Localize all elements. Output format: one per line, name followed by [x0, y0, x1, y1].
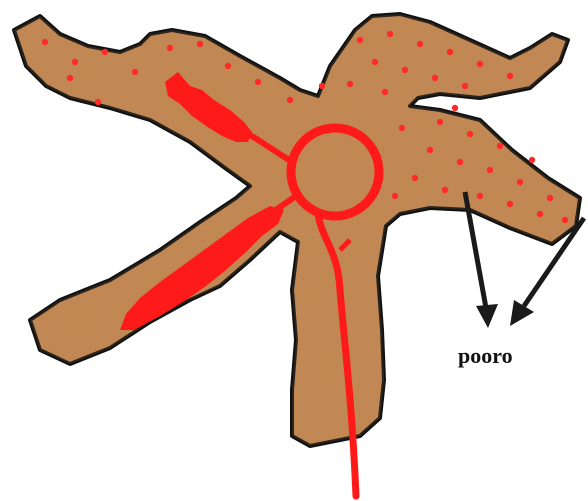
pore-dot	[447, 49, 453, 55]
pore-dot	[319, 83, 325, 89]
pore-dot	[507, 73, 513, 79]
pore-dot	[132, 69, 138, 75]
pore-dot	[507, 201, 513, 207]
pore-dot	[452, 105, 458, 111]
pore-dot	[225, 63, 231, 69]
pore-dot	[357, 37, 363, 43]
pore-dot	[437, 119, 443, 125]
pore-dot	[427, 147, 433, 153]
pore-dot	[562, 217, 568, 223]
pore-dot	[255, 79, 261, 85]
pore-dot	[497, 143, 503, 149]
pore-dot	[287, 97, 293, 103]
pore-dot	[547, 195, 553, 201]
pore-dot	[402, 67, 408, 73]
pore-dot	[197, 41, 203, 47]
pore-dot	[347, 81, 353, 87]
pore-dot	[412, 175, 418, 181]
pore-dot	[372, 59, 378, 65]
pore-dot	[382, 89, 388, 95]
pore-dot	[42, 39, 48, 45]
pore-dot	[529, 157, 535, 163]
pore-dot	[167, 45, 173, 51]
pore-dot	[392, 193, 398, 199]
pore-dot	[399, 125, 405, 131]
arrowhead-left	[476, 304, 498, 328]
pore-dot	[442, 187, 448, 193]
pore-dot	[432, 75, 438, 81]
pore-dot	[95, 99, 101, 105]
pore-dot	[67, 75, 73, 81]
arrowhead-right	[510, 300, 534, 326]
pore-dot	[72, 59, 78, 65]
pore-dot	[457, 159, 463, 165]
pore-dot	[102, 49, 108, 55]
pores-label: pooro	[458, 343, 513, 369]
pore-dot	[537, 211, 543, 217]
pore-dot	[487, 167, 493, 173]
pore-dot	[467, 131, 473, 137]
pore-dot	[462, 83, 468, 89]
pore-dot	[477, 193, 483, 199]
pore-dot	[517, 179, 523, 185]
pore-dot	[477, 61, 483, 67]
pore-dot	[387, 31, 393, 37]
pore-dot	[417, 41, 423, 47]
